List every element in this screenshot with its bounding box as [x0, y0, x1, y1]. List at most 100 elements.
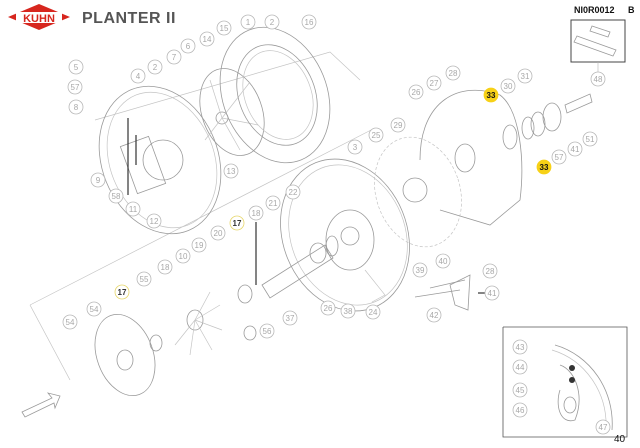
callout-label: 37 — [286, 314, 295, 323]
callout-label: 15 — [220, 24, 229, 33]
callout-circle — [512, 359, 528, 375]
callout-circle — [512, 339, 528, 355]
callout-circle — [147, 59, 163, 75]
callout-2: 2 — [264, 14, 280, 30]
callout-20: 20 — [210, 225, 226, 241]
callout-label: 29 — [394, 121, 403, 130]
callout-19: 19 — [191, 237, 207, 253]
callout-15: 15 — [216, 20, 232, 36]
callout-circle — [166, 49, 182, 65]
callout-circle — [264, 14, 280, 30]
callout-label: 2 — [153, 63, 158, 72]
callout-circle — [67, 79, 83, 95]
callout-label: 12 — [150, 217, 159, 226]
callout-circle — [500, 78, 516, 94]
callout-circle — [108, 188, 124, 204]
callout-40: 40 — [435, 253, 451, 269]
callout-27: 27 — [426, 75, 442, 91]
group-frame-lines — [29, 51, 376, 381]
callout-circle — [536, 159, 552, 175]
callout-1: 1 — [240, 14, 256, 30]
drive-shaft — [261, 235, 339, 299]
callout-55: 55 — [136, 271, 152, 287]
callout-label: 41 — [488, 289, 497, 298]
svg-text:KUHN: KUHN — [23, 13, 55, 25]
seed-disc — [374, 136, 462, 248]
callout-circle — [390, 117, 406, 133]
callout-39: 39 — [412, 262, 428, 278]
callout-25: 25 — [368, 127, 384, 143]
callout-41: 41 — [484, 285, 500, 301]
callout-21: 21 — [265, 195, 281, 211]
callout-label: 4 — [136, 72, 141, 81]
callout-12: 12 — [146, 213, 162, 229]
callout-label: 2 — [270, 18, 275, 27]
callout-33: 33 — [483, 87, 499, 103]
callout-48: 48 — [590, 71, 606, 87]
cover-plate — [94, 313, 156, 397]
callout-label: 25 — [372, 131, 381, 140]
bearing-stack — [502, 93, 593, 150]
callout-circle — [582, 131, 598, 147]
callout-label: 58 — [112, 192, 121, 201]
callout-circle — [125, 201, 141, 217]
callout-9: 9 — [90, 172, 106, 188]
callout-label: 31 — [521, 72, 530, 81]
label-sticker-box — [570, 19, 626, 72]
callout-56: 56 — [259, 323, 275, 339]
callout-14: 14 — [199, 31, 215, 47]
callout-24: 24 — [365, 304, 381, 320]
callout-circle — [445, 65, 461, 81]
callout-26: 26 — [320, 300, 336, 316]
callout-label: 57 — [555, 153, 564, 162]
front-plate — [419, 89, 523, 226]
callout-18: 18 — [157, 259, 173, 275]
callout-circle — [191, 237, 207, 253]
callout-circle — [320, 300, 336, 316]
callout-11: 11 — [125, 201, 141, 217]
callout-13: 13 — [223, 163, 239, 179]
callout-22: 22 — [285, 184, 301, 200]
callout-label: 7 — [172, 53, 177, 62]
callout-8: 8 — [68, 99, 84, 115]
agitator-star — [149, 222, 257, 356]
callout-label: 11 — [129, 205, 138, 214]
callout-label: 18 — [161, 263, 170, 272]
callout-51: 51 — [582, 131, 598, 147]
callout-7: 7 — [166, 49, 182, 65]
callout-circle — [62, 314, 78, 330]
bracket — [414, 274, 490, 311]
callout-label: 17 — [118, 288, 127, 297]
callout-5: 5 — [68, 59, 84, 75]
callout-circle — [229, 215, 245, 231]
callout-circle — [114, 284, 130, 300]
callout-2: 2 — [147, 59, 163, 75]
callout-label: 16 — [305, 18, 314, 27]
callout-label: 57 — [71, 83, 80, 92]
callout-label: 9 — [96, 176, 101, 185]
callout-16: 16 — [301, 14, 317, 30]
callout-circle — [175, 248, 191, 264]
fan-housing-flange — [219, 26, 331, 164]
callout-circle — [301, 14, 317, 30]
callout-57: 57 — [551, 149, 567, 165]
direction-arrow-icon — [21, 392, 61, 418]
callout-circle — [365, 304, 381, 320]
callout-circle — [517, 68, 533, 84]
callout-circle — [180, 38, 196, 54]
callout-label: 41 — [571, 145, 580, 154]
callout-circle — [567, 141, 583, 157]
callout-circle — [512, 382, 528, 398]
rear-cover — [98, 85, 222, 235]
callout-label: 54 — [90, 305, 99, 314]
callout-label: 46 — [516, 406, 525, 415]
callout-17: 17 — [114, 284, 130, 300]
callout-circle — [482, 263, 498, 279]
callout-circle — [68, 59, 84, 75]
revision-letter: B — [628, 5, 635, 15]
callout-42: 42 — [426, 307, 442, 323]
drawing-reference: NI0R0012 — [574, 5, 615, 15]
callout-28: 28 — [445, 65, 461, 81]
callout-29: 29 — [390, 117, 406, 133]
